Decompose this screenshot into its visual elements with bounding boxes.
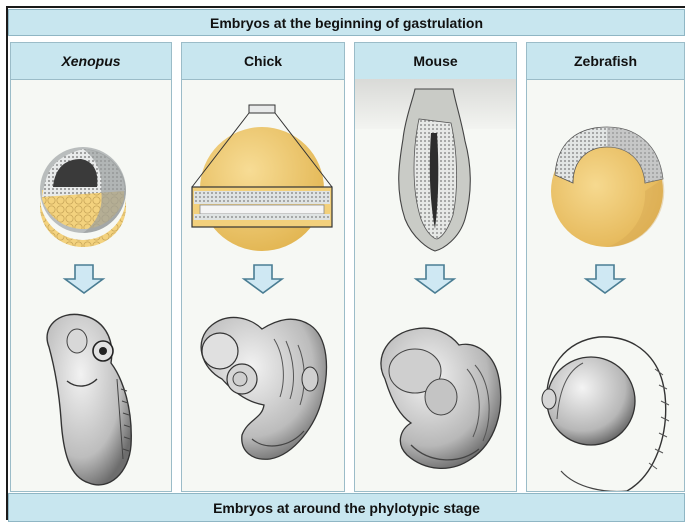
down-arrow-4 [586,265,624,293]
column-header-zebrafish: Zebrafish [527,43,684,80]
xenopus-tailbud-embryo [47,314,131,485]
down-arrow-2 [244,265,282,293]
column-mouse: Mouse [354,42,517,492]
column-zebrafish: Zebrafish [526,42,685,492]
top-banner-title: Embryos at the beginning of gastrulation [210,15,483,31]
column-label-chick: Chick [244,53,282,69]
mouse-illustrations [355,79,516,491]
column-label-xenopus: Xenopus [61,53,120,69]
column-header-mouse: Mouse [355,43,516,80]
zebrafish-illustrations [527,79,684,491]
mouse-pharyngula-embryo [381,328,501,468]
xenopus-early-embryo [40,147,126,250]
chick-illustrations [182,79,344,491]
zebrafish-early-embryo [551,127,664,247]
xenopus-illustrations [11,79,171,491]
bottom-banner: Embryos at around the phylotypic stage [8,493,685,522]
zebrafish-pharyngula-embryo [542,337,669,491]
column-xenopus: Xenopus [10,42,172,492]
chick-pharyngula-embryo [201,317,326,459]
column-label-mouse: Mouse [413,53,457,69]
column-header-xenopus: Xenopus [11,43,171,80]
down-arrow-3 [416,265,454,293]
column-header-chick: Chick [182,43,344,80]
column-label-zebrafish: Zebrafish [574,53,637,69]
bottom-banner-title: Embryos at around the phylotypic stage [213,500,480,516]
chick-early-embryo [192,105,332,251]
column-chick: Chick [181,42,345,492]
down-arrow-1 [65,265,103,293]
top-banner: Embryos at the beginning of gastrulation [8,9,685,36]
